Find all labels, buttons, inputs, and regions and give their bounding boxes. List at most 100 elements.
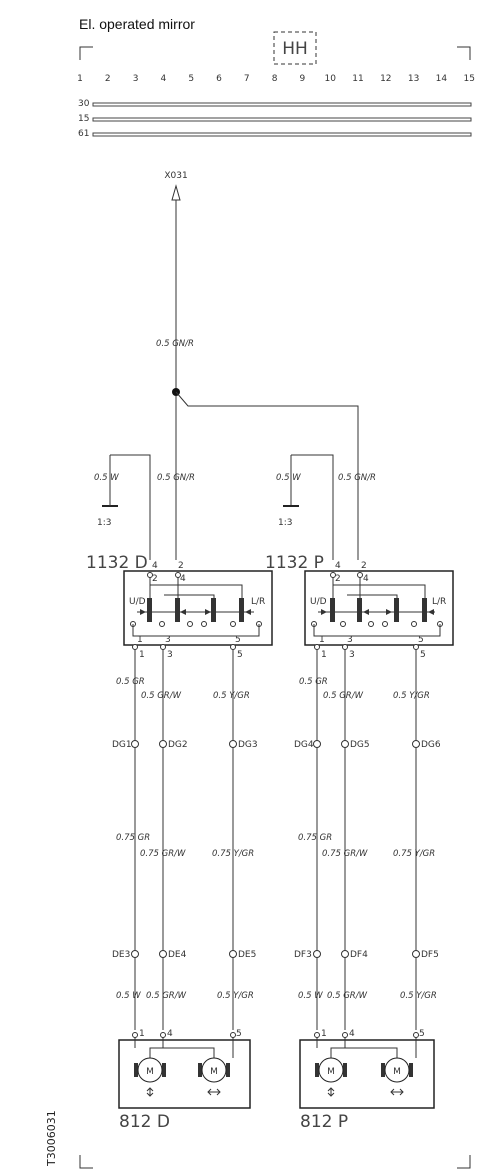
motor-brush bbox=[134, 1063, 138, 1077]
motor-pin: 5 bbox=[236, 1029, 242, 1039]
left-mirror-unit: 1 4 5 M M 812 D bbox=[118, 1029, 251, 1132]
connector-label: DG2 bbox=[168, 740, 188, 750]
wire-label: 0.75 GR/W bbox=[322, 849, 368, 859]
diode-icon bbox=[321, 609, 327, 615]
switch-contact bbox=[330, 598, 335, 622]
switch-terminal bbox=[330, 572, 336, 578]
grid-number: 14 bbox=[436, 74, 448, 84]
corner-top-left bbox=[79, 46, 93, 60]
switch-contact bbox=[211, 598, 216, 622]
switch-feed-label: 0.5 GN/R bbox=[157, 473, 195, 483]
wire-label: 0.5 GR bbox=[299, 677, 328, 687]
connector-label: DF4 bbox=[350, 950, 368, 960]
switch-contact bbox=[357, 598, 362, 622]
wire-label: 0.5 W bbox=[116, 991, 141, 1001]
switch-pin: 4 bbox=[363, 574, 369, 584]
switch-pin: 5 bbox=[237, 650, 243, 660]
connector-arrow-icon bbox=[171, 184, 181, 201]
switch-label: U/D bbox=[129, 597, 146, 607]
up-down-arrow-icon bbox=[327, 1087, 335, 1097]
grid-number: 10 bbox=[324, 74, 336, 84]
connector-label: DG3 bbox=[238, 740, 258, 750]
right-mirror-unit: 1 4 5 M M 812 P bbox=[299, 1029, 435, 1132]
grid-number: 13 bbox=[408, 74, 419, 84]
wire-label: 0.5 GR/W bbox=[141, 691, 182, 701]
motor-letter: M bbox=[327, 1067, 335, 1077]
ground-wire bbox=[110, 454, 151, 560]
motor-brush bbox=[315, 1063, 319, 1077]
mirror-box bbox=[299, 1039, 435, 1109]
motor-brush bbox=[198, 1063, 202, 1077]
switch-terminals bbox=[314, 644, 419, 650]
wire-labels-b: 0.75 GR 0.75 GR/W 0.75 Y/GR 0.75 GR 0.75… bbox=[116, 833, 435, 859]
wire-label: 0.5 W bbox=[298, 991, 323, 1001]
diagram-title: El. operated mirror bbox=[79, 16, 195, 32]
switch-feed-label: 0.5 GN/R bbox=[338, 473, 376, 483]
location-box-label: HH bbox=[282, 39, 308, 59]
grid-number: 2 bbox=[105, 74, 111, 84]
connectors-bottom: DE3 DE4 DE5 DF3 DF4 DF5 bbox=[112, 950, 439, 960]
wire-label: 0.75 GR bbox=[116, 833, 150, 843]
connector-label: DG5 bbox=[350, 740, 370, 750]
grid-number: 3 bbox=[133, 74, 139, 84]
wire-label: 0.5 GR/W bbox=[323, 691, 364, 701]
ground-ref: 1:3 bbox=[97, 518, 111, 528]
corner-bottom-right bbox=[457, 1155, 471, 1169]
diode-icon bbox=[180, 609, 186, 615]
motor-wiring bbox=[134, 1037, 234, 1058]
motor-brush bbox=[162, 1063, 166, 1077]
rail-label: 15 bbox=[78, 114, 89, 124]
diode-icon bbox=[140, 609, 146, 615]
switch-label: U/D bbox=[310, 597, 327, 607]
up-down-arrow-icon bbox=[146, 1087, 154, 1097]
grid-number: 5 bbox=[188, 74, 194, 84]
switch-pin: 3 bbox=[347, 635, 353, 645]
drawing-code: T3006031 bbox=[45, 1110, 58, 1167]
switch-terminal bbox=[175, 572, 181, 578]
switch-contact bbox=[422, 598, 427, 622]
switch-pin: 2 bbox=[335, 574, 341, 584]
switch-ref: 1132 P bbox=[265, 553, 324, 573]
switch-terminals bbox=[311, 621, 443, 627]
grid-number: 9 bbox=[300, 74, 306, 84]
switch-contact bbox=[394, 598, 399, 622]
switch-pin: 4 bbox=[180, 574, 186, 584]
motor-wiring bbox=[316, 1037, 417, 1058]
wire-label: 0.75 Y/GR bbox=[212, 849, 254, 859]
motor-icon bbox=[318, 1057, 344, 1083]
ground-wire-label: 0.5 W bbox=[94, 473, 119, 483]
left-right-arrow-icon bbox=[207, 1088, 221, 1096]
motor-brush bbox=[343, 1063, 347, 1077]
wire-labels-a: 0.5 GR 0.5 GR/W 0.5 Y/GR 0.5 GR 0.5 GR/W… bbox=[116, 677, 430, 701]
diode-icon bbox=[386, 609, 392, 615]
motor-letter: M bbox=[146, 1067, 154, 1077]
switch-terminal bbox=[357, 572, 363, 578]
switch-contact bbox=[175, 598, 180, 622]
switch-pin: 2 bbox=[152, 574, 158, 584]
grid-number: 1 bbox=[77, 74, 83, 84]
feed-wire-label: 0.5 GN/R bbox=[156, 339, 194, 349]
switch-pin: 2 bbox=[361, 561, 367, 571]
diode-icon bbox=[428, 609, 434, 615]
switch-pin: 4 bbox=[335, 561, 341, 571]
wire-labels-c: 0.5 W 0.5 GR/W 0.5 Y/GR 0.5 W 0.5 GR/W 0… bbox=[116, 991, 437, 1001]
motor-icon bbox=[384, 1057, 410, 1083]
switch-terminals bbox=[130, 621, 262, 627]
motor-pin: 5 bbox=[419, 1029, 425, 1039]
rail-line bbox=[92, 102, 472, 107]
connector-label: DE3 bbox=[112, 950, 130, 960]
grid-number: 15 bbox=[463, 74, 474, 84]
switch-label: L/R bbox=[251, 597, 265, 607]
grid-number: 6 bbox=[216, 74, 222, 84]
wire-label: 0.5 GR/W bbox=[146, 991, 187, 1001]
motor-brush bbox=[409, 1063, 413, 1077]
harness-wires bbox=[134, 650, 417, 1030]
switch-pin: 1 bbox=[321, 650, 327, 660]
wire-label: 0.5 Y/GR bbox=[217, 991, 254, 1001]
corner-bottom-left bbox=[79, 1155, 93, 1169]
connector-label: DF3 bbox=[294, 950, 312, 960]
left-right-arrow-icon bbox=[390, 1088, 404, 1096]
motor-pin: 4 bbox=[349, 1029, 355, 1039]
ground-wire bbox=[291, 454, 334, 560]
switch-ref: 1132 D bbox=[86, 553, 148, 573]
